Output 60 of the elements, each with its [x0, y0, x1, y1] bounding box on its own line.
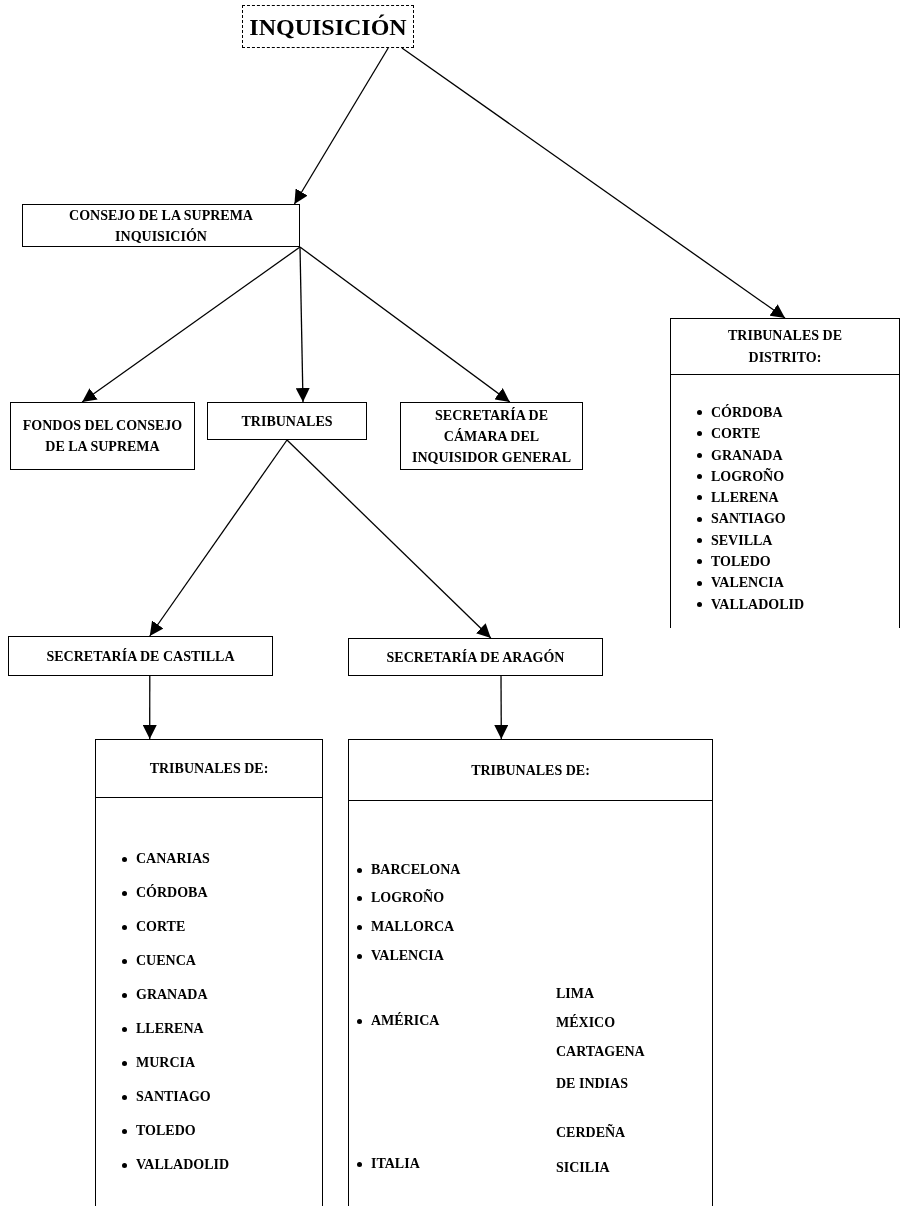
arrow: [142, 675, 157, 740]
box-label: FONDOS DEL CONSEJO DE LA SUPREMA: [21, 417, 184, 456]
arrow: [299, 246, 511, 403]
list-item: VALENCIA: [711, 574, 784, 593]
list-item: VALLADOLID: [711, 595, 805, 614]
list-item: GRANADA: [711, 446, 783, 465]
list-item: CANARIAS: [136, 850, 210, 868]
list-item: SEVILLA: [711, 531, 773, 550]
list-item: SANTIAGO: [711, 510, 786, 529]
box-label: SECRETARÍA DE CÁMARA DEL INQUISIDOR GENERAL: [410, 406, 573, 467]
arrow: [81, 246, 301, 403]
list-item: CÓRDOBA: [711, 403, 783, 422]
arrow: [494, 675, 509, 740]
list-item: VALENCIA: [371, 947, 444, 965]
list-item: LLERENA: [136, 1020, 204, 1038]
list-item: VALLADOLID: [136, 1156, 230, 1174]
arrow: [149, 439, 288, 637]
list-box: [670, 318, 900, 628]
box-label: SECRETARÍA DE CASTILLA: [46, 647, 235, 666]
list-item: CÓRDOBA: [136, 883, 208, 902]
list-item: ITALIA: [371, 1155, 420, 1173]
box-label: TRIBUNALES: [241, 412, 333, 431]
list-item: AMÉRICA: [371, 1011, 440, 1030]
arrow: [286, 439, 492, 639]
list-item: MURCIA: [136, 1054, 196, 1072]
list-item: CORTE: [136, 918, 186, 936]
list-item: CARTAGENA DE INDIAS: [556, 1043, 646, 1093]
box-label: CONSEJO DE LA SUPREMA INQUISICIÓN: [68, 206, 254, 246]
list-item: BARCELONA: [371, 861, 461, 879]
arrow: [293, 47, 389, 205]
list-item: CERDEÑA: [556, 1123, 626, 1142]
title-box: [242, 5, 414, 48]
title-text: INQUISICIÓN: [249, 12, 407, 42]
arrow: [295, 246, 310, 403]
list-item: SICILIA: [556, 1159, 610, 1177]
box-label: SECRETARÍA DE ARAGÓN: [386, 648, 565, 667]
list-heading: TRIBUNALES DE:: [471, 761, 590, 780]
list-item: GRANADA: [136, 986, 208, 1004]
org-box: [348, 638, 603, 676]
list-item: LOGROÑO: [711, 467, 785, 486]
list-box: [348, 739, 713, 1206]
list-item: MÉXICO: [556, 1013, 616, 1032]
list-item: SANTIAGO: [136, 1088, 211, 1106]
list-item: CORTE: [711, 425, 761, 444]
list-item: LOGROÑO: [371, 888, 445, 907]
org-box: [8, 636, 273, 676]
list-heading: TRIBUNALES DE:: [149, 759, 269, 778]
list-item: LLERENA: [711, 489, 779, 508]
list-item: TOLEDO: [136, 1122, 196, 1140]
arrow: [401, 47, 786, 319]
list-item: LIMA: [556, 985, 595, 1003]
org-box: [22, 204, 300, 247]
list-heading: TRIBUNALES DE DISTRITO:: [727, 326, 843, 367]
list-item: MALLORCA: [371, 918, 455, 936]
org-box: [400, 402, 583, 470]
org-box: [207, 402, 367, 440]
org-box: [10, 402, 195, 470]
list-box: [95, 739, 323, 1206]
list-item: CUENCA: [136, 952, 196, 970]
list-item: TOLEDO: [711, 553, 771, 572]
